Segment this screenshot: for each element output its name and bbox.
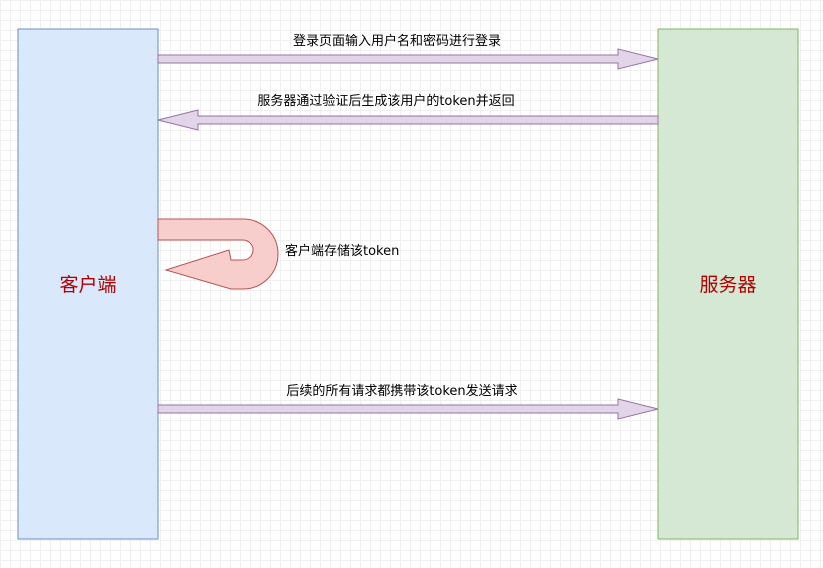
token-return-label: 服务器通过验证后生成该用户的token并返回 (257, 93, 514, 109)
server-box[interactable] (657, 28, 799, 540)
store-token-label: 客户端存储该token (285, 243, 399, 259)
login-request-arrow[interactable] (157, 48, 659, 70)
login-request-label: 登录页面输入用户名和密码进行登录 (293, 33, 501, 49)
token-return-arrow[interactable] (157, 109, 659, 131)
subsequent-request-arrow[interactable] (157, 398, 659, 420)
subsequent-request-label: 后续的所有请求都携带该token发送请求 (286, 383, 517, 399)
store-token-loop-arrow[interactable] (157, 218, 279, 290)
client-label: 客户端 (59, 274, 116, 296)
client-box[interactable] (17, 28, 159, 540)
server-label: 服务器 (699, 274, 756, 296)
